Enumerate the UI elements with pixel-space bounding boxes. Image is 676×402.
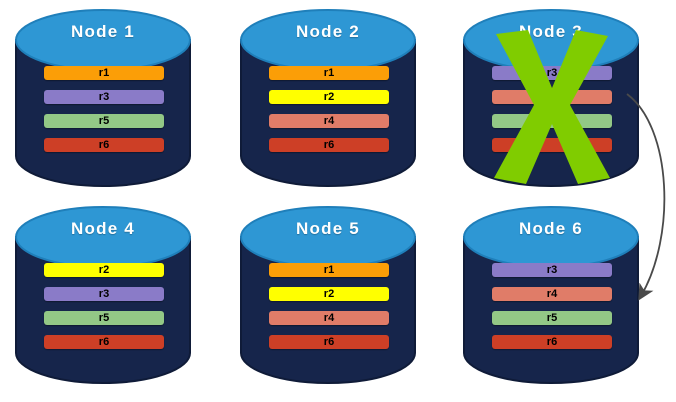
replica-bar-r1[interactable]: r1 bbox=[269, 66, 389, 80]
replica-bar-r2[interactable]: r2 bbox=[269, 90, 389, 104]
replica-bar-r4[interactable]: r4 bbox=[269, 114, 389, 128]
replica-bar-r3[interactable]: r3 bbox=[492, 66, 612, 80]
cylinder-top-ellipse bbox=[15, 206, 191, 268]
cylinder-top-ellipse bbox=[240, 9, 416, 71]
replica-bar-r4[interactable]: r4 bbox=[492, 287, 612, 301]
cylinder-top-ellipse bbox=[240, 206, 416, 268]
cylinder-top-ellipse bbox=[463, 206, 639, 268]
replica-row-list: r3 bbox=[492, 66, 612, 162]
replica-bar-r1[interactable]: r1 bbox=[269, 263, 389, 277]
replica-bar-r5[interactable]: r5 bbox=[492, 311, 612, 325]
replica-bar-r6[interactable]: r6 bbox=[492, 335, 612, 349]
replica-bar-r1[interactable]: r1 bbox=[44, 66, 164, 80]
replica-row-list: r1 r2 r4 r6 bbox=[269, 66, 389, 162]
replica-row-list: r2 r3 r5 r6 bbox=[44, 263, 164, 359]
replica-row-list: r1 r2 r4 r6 bbox=[269, 263, 389, 359]
replica-bar-r6[interactable]: r6 bbox=[44, 335, 164, 349]
replica-bar-r5[interactable] bbox=[492, 114, 612, 128]
cylinder-top-ellipse bbox=[463, 9, 639, 71]
replica-bar-r6[interactable]: r6 bbox=[269, 138, 389, 152]
replica-bar-r2[interactable]: r2 bbox=[44, 263, 164, 277]
replica-bar-r6[interactable]: r6 bbox=[269, 335, 389, 349]
replica-row-list: r3 r4 r5 r6 bbox=[492, 263, 612, 359]
replica-bar-r3[interactable]: r3 bbox=[492, 263, 612, 277]
replica-bar-r3[interactable]: r3 bbox=[44, 287, 164, 301]
replica-bar-r5[interactable]: r5 bbox=[44, 311, 164, 325]
replica-bar-r2[interactable]: r2 bbox=[269, 287, 389, 301]
cylinder-top-ellipse bbox=[15, 9, 191, 71]
replica-bar-r3[interactable]: r3 bbox=[44, 90, 164, 104]
replica-bar-r4[interactable]: r4 bbox=[269, 311, 389, 325]
replica-row-list: r1 r3 r5 r6 bbox=[44, 66, 164, 162]
replica-bar-r5[interactable]: r5 bbox=[44, 114, 164, 128]
replica-bar-r4[interactable] bbox=[492, 90, 612, 104]
replica-bar-r6[interactable]: r6 bbox=[44, 138, 164, 152]
replica-bar-r6[interactable] bbox=[492, 138, 612, 152]
